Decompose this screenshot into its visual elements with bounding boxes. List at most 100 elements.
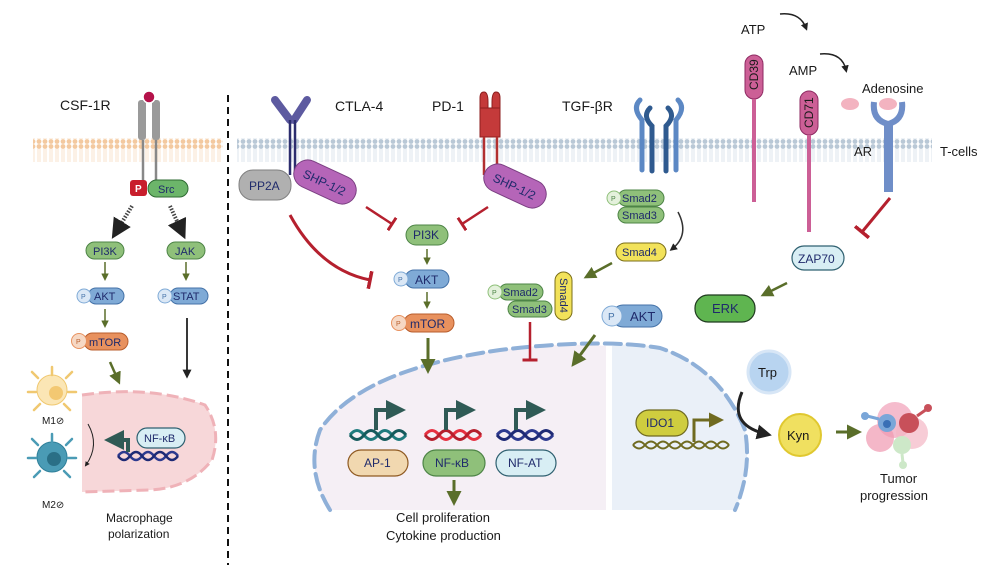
arrow-src-jak bbox=[167, 205, 187, 240]
svg-text:AKT: AKT bbox=[94, 291, 116, 303]
cd39-label: CD39 bbox=[747, 59, 761, 90]
nfkb-label-mac: NF-κB bbox=[144, 433, 175, 445]
tf-nfat: NF-AT bbox=[495, 400, 557, 477]
svg-text:mTOR: mTOR bbox=[89, 337, 121, 349]
akt-pill-tcell-2: P AKT bbox=[601, 304, 663, 328]
csf1r-receptor bbox=[138, 90, 160, 182]
tcell-nucleus-envelope bbox=[312, 341, 750, 512]
svg-text:P: P bbox=[396, 321, 401, 328]
svg-text:P: P bbox=[398, 277, 403, 284]
macrophage-membrane bbox=[33, 138, 223, 162]
arrow-m1-to-m2 bbox=[84, 423, 94, 467]
erk-pill bbox=[694, 294, 756, 323]
svg-text:P: P bbox=[76, 339, 81, 346]
ligand-icon bbox=[142, 90, 156, 104]
inhibit-pp2a-akt bbox=[288, 214, 374, 290]
arrow-zap70-erk bbox=[760, 281, 788, 297]
macrophage-caption-2: polarization bbox=[108, 527, 169, 541]
svg-text:AKT: AKT bbox=[415, 273, 439, 287]
arrow-smad4-to-complex bbox=[583, 261, 613, 279]
inhibit-ar-zap70 bbox=[853, 197, 892, 240]
tcell-nucleus-left bbox=[314, 344, 606, 510]
tf-ap1: AP-1 bbox=[347, 400, 409, 477]
pi3k-label-tcell: PI3K bbox=[413, 228, 439, 242]
ctla4-label: CTLA-4 bbox=[335, 98, 383, 114]
arrow-mtor-nucleus-mac bbox=[108, 361, 121, 385]
tcell-membrane bbox=[237, 138, 932, 162]
svg-text:P: P bbox=[492, 290, 497, 297]
pi3k-pill-tcell bbox=[405, 224, 449, 246]
shp-ctla4-pill: SHP-1/2 bbox=[293, 159, 357, 205]
arrow-src-pi3k bbox=[111, 204, 134, 239]
macrophage-nucleus-envelope bbox=[81, 390, 218, 494]
svg-text:NF-κB: NF-κB bbox=[435, 456, 469, 470]
m2-macrophage-icon bbox=[26, 432, 78, 479]
m1-label: M1⊘ bbox=[42, 416, 64, 427]
tgfbr-receptor bbox=[634, 97, 684, 174]
akt-pill-mac: P AKT bbox=[76, 287, 125, 305]
svg-text:Smad4: Smad4 bbox=[557, 278, 569, 313]
arrow-smad-to-smad4 bbox=[669, 211, 684, 251]
kyn-molecule bbox=[778, 413, 822, 457]
smad4-pill bbox=[615, 242, 667, 262]
pp2a-label: PP2A bbox=[249, 179, 280, 193]
phospho-badge bbox=[130, 180, 147, 196]
jak-label: JAK bbox=[175, 246, 196, 258]
outcome-line-1: Cell proliferation bbox=[396, 510, 490, 525]
arrow-trp-kyn bbox=[736, 391, 772, 440]
amp-label: AMP bbox=[789, 63, 817, 78]
svg-text:P: P bbox=[81, 294, 86, 301]
trp-label: Trp bbox=[758, 365, 777, 380]
stat-pill: P STAT bbox=[157, 287, 209, 305]
erk-label: ERK bbox=[712, 301, 739, 316]
ctla4-receptor bbox=[271, 96, 311, 175]
svg-text:Smad2: Smad2 bbox=[622, 193, 657, 205]
pd1-label: PD-1 bbox=[432, 98, 464, 114]
pp2a-pill bbox=[238, 169, 292, 201]
arrow-amp-adenosine bbox=[819, 53, 849, 73]
tf-nfkb: NF-κB bbox=[422, 400, 486, 477]
nfkb-pill-mac bbox=[136, 427, 186, 449]
svg-text:NF-AT: NF-AT bbox=[508, 456, 543, 470]
adenosine-molecule bbox=[841, 98, 859, 110]
svg-text:Smad3: Smad3 bbox=[622, 210, 657, 222]
zap70-label: ZAP70 bbox=[798, 252, 835, 266]
tumor-line-1: Tumor bbox=[880, 471, 918, 486]
csf1r-label: CSF-1R bbox=[60, 97, 111, 113]
pd1-receptor bbox=[479, 91, 501, 175]
nfkb-gene-mac bbox=[104, 430, 179, 462]
mtor-pill-tcell: P mTOR bbox=[391, 313, 455, 333]
shp-pd1-pill: SHP-1/2 bbox=[483, 163, 547, 209]
kyn-label: Kyn bbox=[787, 428, 809, 443]
arrow-akt-nucleus bbox=[571, 334, 597, 367]
svg-text:IDO1: IDO1 bbox=[646, 416, 674, 430]
tumor-cluster-icon bbox=[861, 402, 932, 469]
adenosine-label: Adenosine bbox=[862, 81, 923, 96]
atp-label: ATP bbox=[741, 22, 765, 37]
src-label: Src bbox=[158, 184, 175, 196]
ar-label: AR bbox=[854, 144, 872, 159]
svg-text:mTOR: mTOR bbox=[410, 317, 445, 331]
phospho-label: P bbox=[135, 184, 142, 195]
macrophage-caption-1: Macrophage bbox=[106, 511, 173, 525]
ido1-gene: IDO1 bbox=[632, 409, 730, 450]
arrow-atp-amp bbox=[779, 13, 808, 31]
m2-label: M2⊘ bbox=[42, 500, 64, 511]
svg-text:P: P bbox=[611, 196, 616, 203]
m1-macrophage-icon bbox=[26, 365, 78, 412]
jak-pill bbox=[166, 241, 206, 260]
outcome-line-2: Cytokine production bbox=[386, 528, 501, 543]
src-pill bbox=[147, 179, 189, 198]
smad-complex: P Smad2 Smad3 Smad4 bbox=[487, 271, 573, 321]
trp-molecule bbox=[746, 349, 792, 395]
pi3k-pill-mac bbox=[85, 241, 125, 260]
tcells-label: T-cells bbox=[940, 144, 978, 159]
svg-text:P: P bbox=[162, 294, 167, 301]
svg-text:AP-1: AP-1 bbox=[364, 456, 391, 470]
svg-text:Smad2: Smad2 bbox=[503, 287, 538, 299]
svg-text:STAT: STAT bbox=[173, 291, 200, 303]
tgfbr-label: TGF-βR bbox=[562, 98, 613, 114]
akt-pill-tcell: P AKT bbox=[393, 269, 450, 289]
svg-text:P: P bbox=[608, 312, 615, 323]
